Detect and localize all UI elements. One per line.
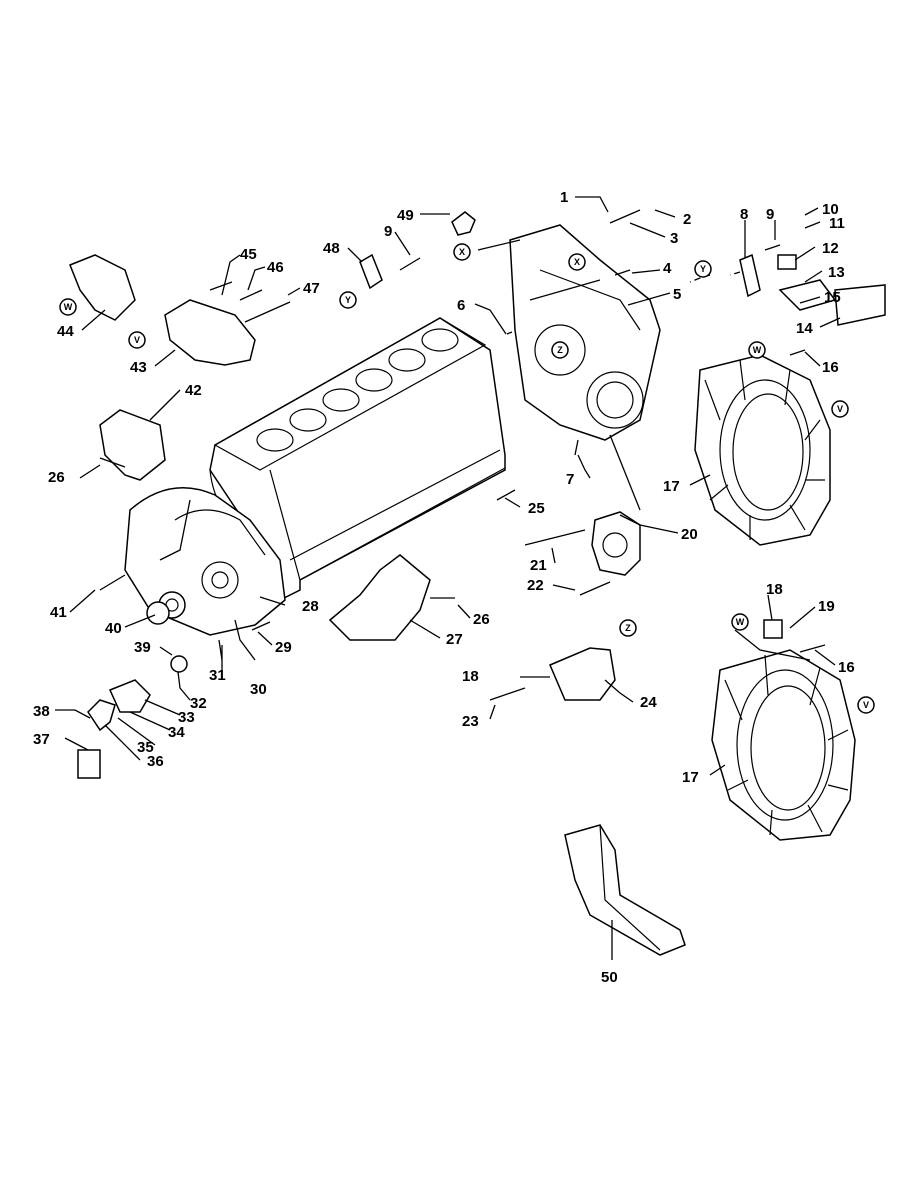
- callout-14: 14: [796, 320, 813, 337]
- svg-text:Z: Z: [625, 623, 631, 633]
- callout-10: 10: [822, 201, 839, 218]
- callout-6: 6: [457, 297, 465, 314]
- callout-36: 36: [147, 753, 164, 770]
- ref-marker: W: [731, 613, 749, 631]
- callout-49: 49: [397, 207, 414, 224]
- ref-marker: X: [568, 253, 586, 271]
- svg-text:Y: Y: [700, 264, 706, 274]
- callout-33: 33: [178, 709, 195, 726]
- callout-46: 46: [267, 259, 284, 276]
- callout-32: 32: [190, 695, 207, 712]
- ref-marker: X: [453, 243, 471, 261]
- svg-text:Y: Y: [345, 295, 351, 305]
- svg-text:W: W: [64, 302, 73, 312]
- engine-block: [209, 317, 506, 602]
- callout-28: 28: [302, 598, 319, 615]
- callout-17b: 17: [682, 769, 699, 786]
- ref-marker: W: [59, 298, 77, 316]
- callout-35: 35: [137, 739, 154, 756]
- callout-18a: 18: [766, 581, 783, 598]
- callout-50: 50: [601, 969, 618, 986]
- callout-19: 19: [818, 598, 835, 615]
- svg-text:W: W: [753, 345, 762, 355]
- svg-text:V: V: [134, 335, 140, 345]
- svg-text:X: X: [574, 257, 580, 267]
- callout-23: 23: [462, 713, 479, 730]
- timing-cover: [124, 487, 286, 636]
- ref-marker: V: [831, 400, 849, 418]
- svg-text:Z: Z: [557, 345, 563, 355]
- callout-44: 44: [57, 323, 74, 340]
- leader-lines: [55, 196, 841, 960]
- ref-marker: W: [748, 341, 766, 359]
- callout-11: 11: [829, 215, 845, 232]
- callout-42: 42: [185, 382, 202, 399]
- callout-20: 20: [681, 526, 698, 543]
- callout-25: 25: [528, 500, 545, 517]
- callout-48: 48: [323, 240, 340, 257]
- callout-29: 29: [275, 639, 292, 656]
- callout-17a: 17: [663, 478, 680, 495]
- bell-housing-lower: [711, 649, 856, 841]
- ref-marker: Y: [694, 260, 712, 278]
- ref-marker: V: [128, 331, 146, 349]
- callout-43: 43: [130, 359, 147, 376]
- callout-9b: 9: [384, 223, 392, 240]
- svg-text:X: X: [459, 247, 465, 257]
- svg-text:W: W: [736, 617, 745, 627]
- svg-text:V: V: [837, 404, 843, 414]
- callout-45: 45: [240, 246, 257, 263]
- callout-1: 1: [560, 189, 568, 206]
- callout-5: 5: [673, 286, 681, 303]
- flywheel-housing-plate: [509, 224, 661, 441]
- callout-39: 39: [134, 639, 151, 656]
- ref-marker: Z: [619, 619, 637, 637]
- callout-34: 34: [168, 724, 185, 741]
- callout-37: 37: [33, 731, 50, 748]
- callout-41: 41: [50, 604, 67, 621]
- reference-markers: W V Y X X Y Z W V W V Z: [59, 243, 875, 714]
- callout-30: 30: [250, 681, 267, 698]
- callout-40: 40: [105, 620, 122, 637]
- ref-marker: V: [857, 696, 875, 714]
- ref-marker: Z: [551, 341, 569, 359]
- callout-13: 13: [828, 264, 845, 281]
- callout-3: 3: [670, 230, 678, 247]
- callout-27: 27: [446, 631, 463, 648]
- callout-12: 12: [822, 240, 839, 257]
- callout-16a: 16: [822, 359, 839, 376]
- callout-26b: 26: [473, 611, 490, 628]
- ref-marker: Y: [339, 291, 357, 309]
- svg-text:V: V: [863, 700, 869, 710]
- small-parts: [69, 209, 886, 956]
- callout-15: 15: [824, 289, 841, 306]
- callout-47: 47: [303, 280, 320, 297]
- callout-8: 8: [740, 206, 748, 223]
- callout-9a: 9: [766, 206, 774, 223]
- callout-38: 38: [33, 703, 50, 720]
- bell-housing-upper: [694, 354, 831, 546]
- callout-numbers: 1 2 3 4 5 6 7 8 9 9 10 11 12 13 14 15 16…: [33, 189, 855, 986]
- callout-31: 31: [209, 667, 226, 684]
- callout-4: 4: [663, 260, 672, 277]
- callout-26a: 26: [48, 469, 65, 486]
- callout-22: 22: [527, 577, 544, 594]
- callout-16b: 16: [838, 659, 855, 676]
- callout-24: 24: [640, 694, 657, 711]
- callout-7: 7: [566, 471, 574, 488]
- callout-2: 2: [683, 211, 691, 228]
- callout-21: 21: [530, 557, 547, 574]
- callout-18b: 18: [462, 668, 479, 685]
